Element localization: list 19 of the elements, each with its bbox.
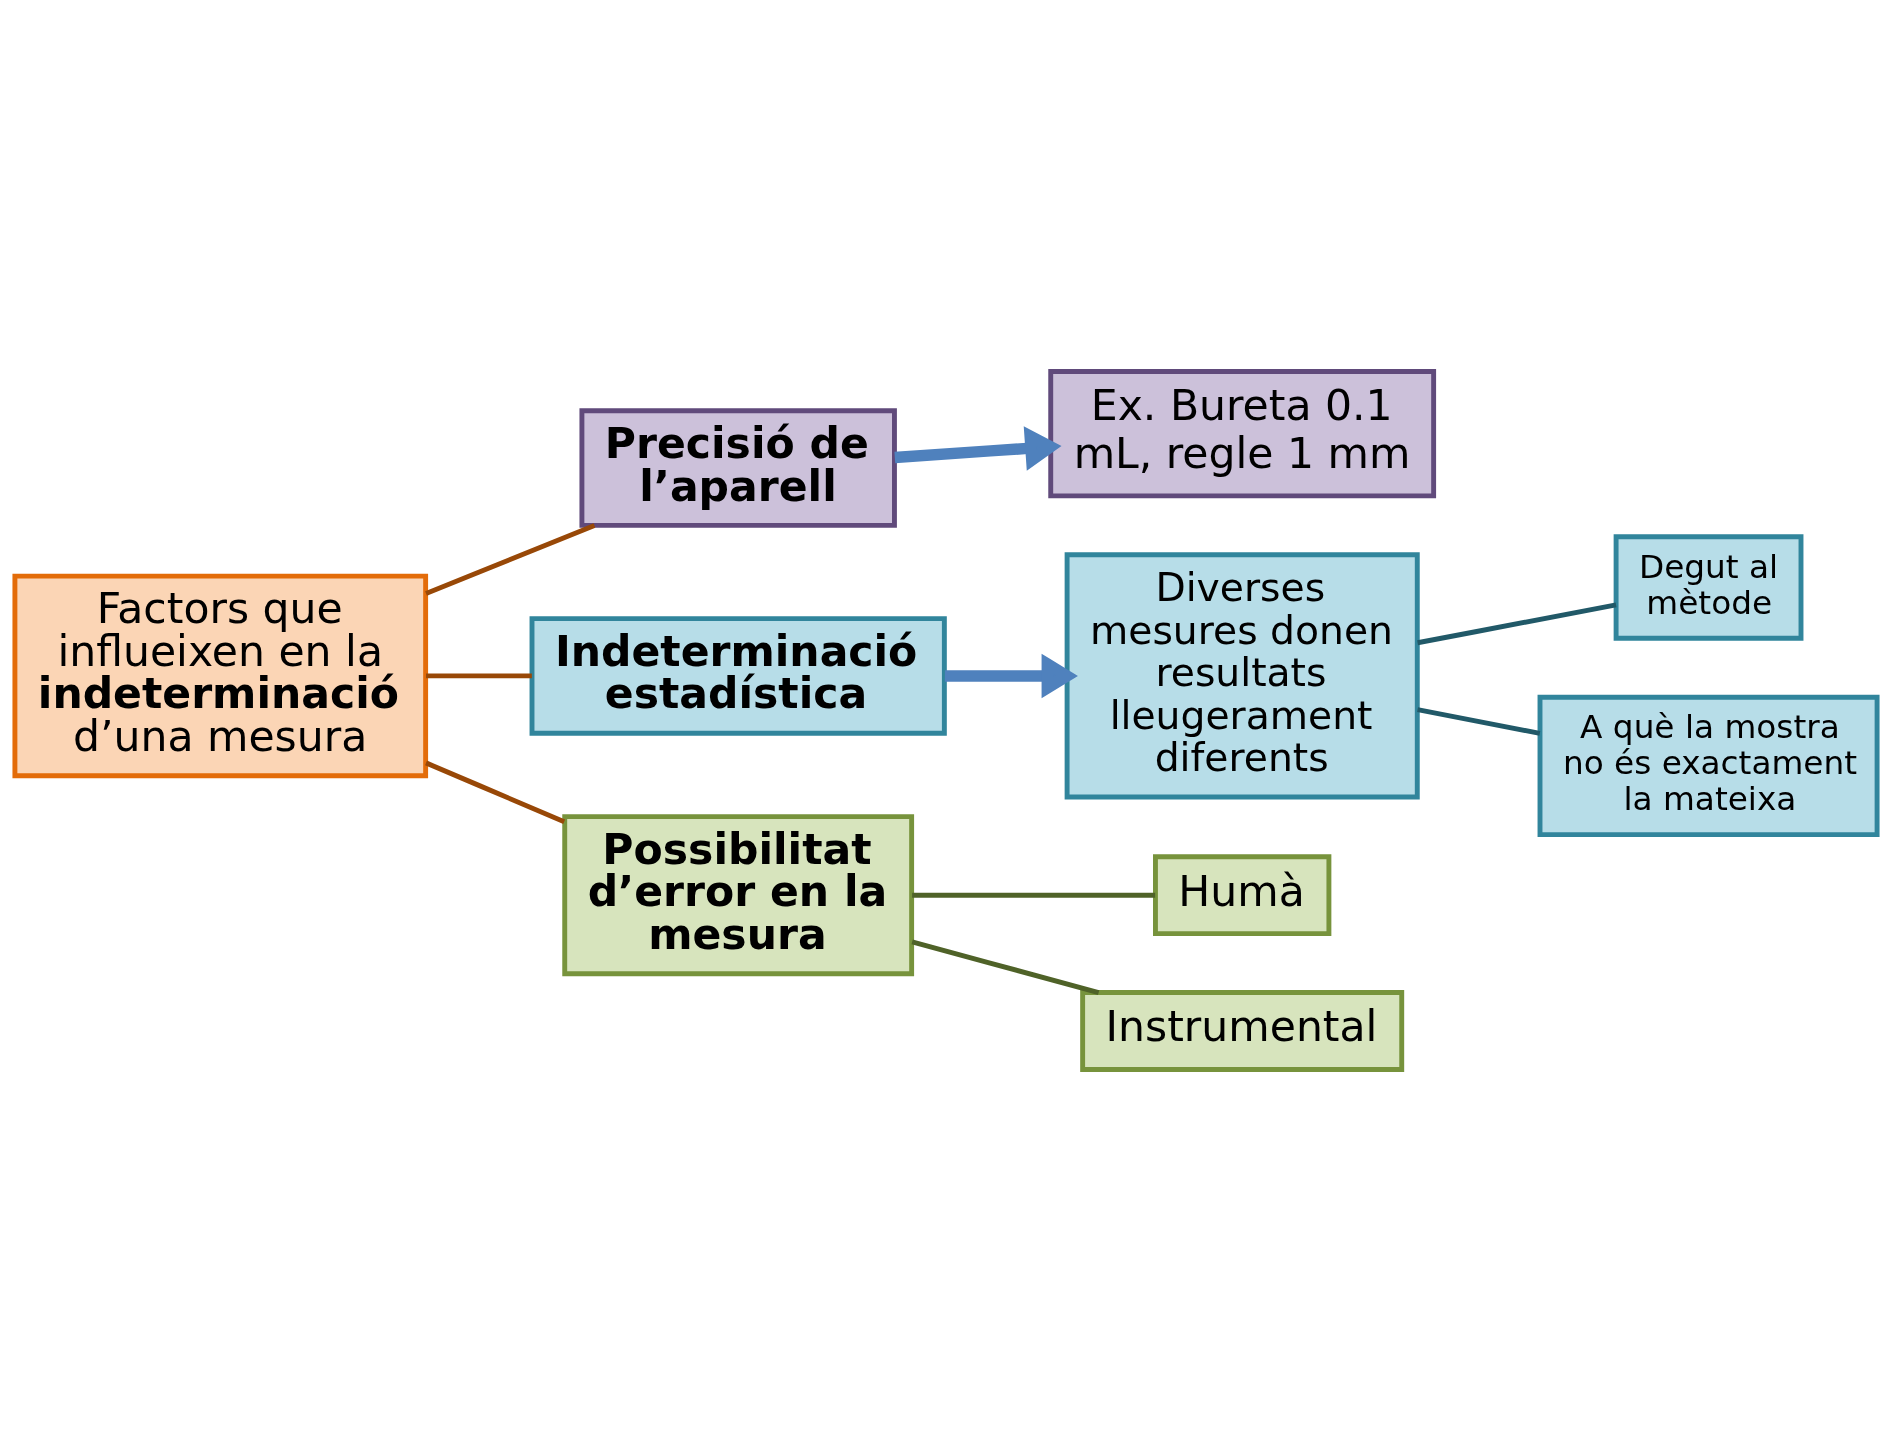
node-box: Indeterminació estadística bbox=[529, 615, 947, 736]
arrow bbox=[944, 653, 1078, 698]
connector bbox=[911, 939, 1100, 995]
connector bbox=[912, 892, 1156, 898]
node-box: Precisió de l’aparell bbox=[579, 407, 897, 528]
connector bbox=[426, 672, 532, 678]
connector bbox=[425, 760, 566, 824]
node-box: Instrumental bbox=[1080, 989, 1405, 1072]
connector bbox=[1417, 601, 1617, 645]
node-box: Factors que influeixen en la indeterminació d’una mesura bbox=[12, 573, 429, 778]
node-box: Diverses mesures donen resultats lleugerament diferents bbox=[1064, 551, 1420, 799]
node-box: Degut al mètode bbox=[1613, 533, 1804, 641]
arrow bbox=[894, 425, 1062, 471]
connector bbox=[1417, 706, 1541, 736]
node-box: Ex. Bureta 0.1 mL, regle 1 mm bbox=[1048, 368, 1437, 498]
node-box: A què la mostra no és exactament la mateixa bbox=[1537, 694, 1880, 837]
node-box: Humà bbox=[1153, 853, 1332, 936]
connector bbox=[425, 522, 596, 596]
node-box: Possibilitat d’error en la mesura bbox=[562, 813, 915, 976]
